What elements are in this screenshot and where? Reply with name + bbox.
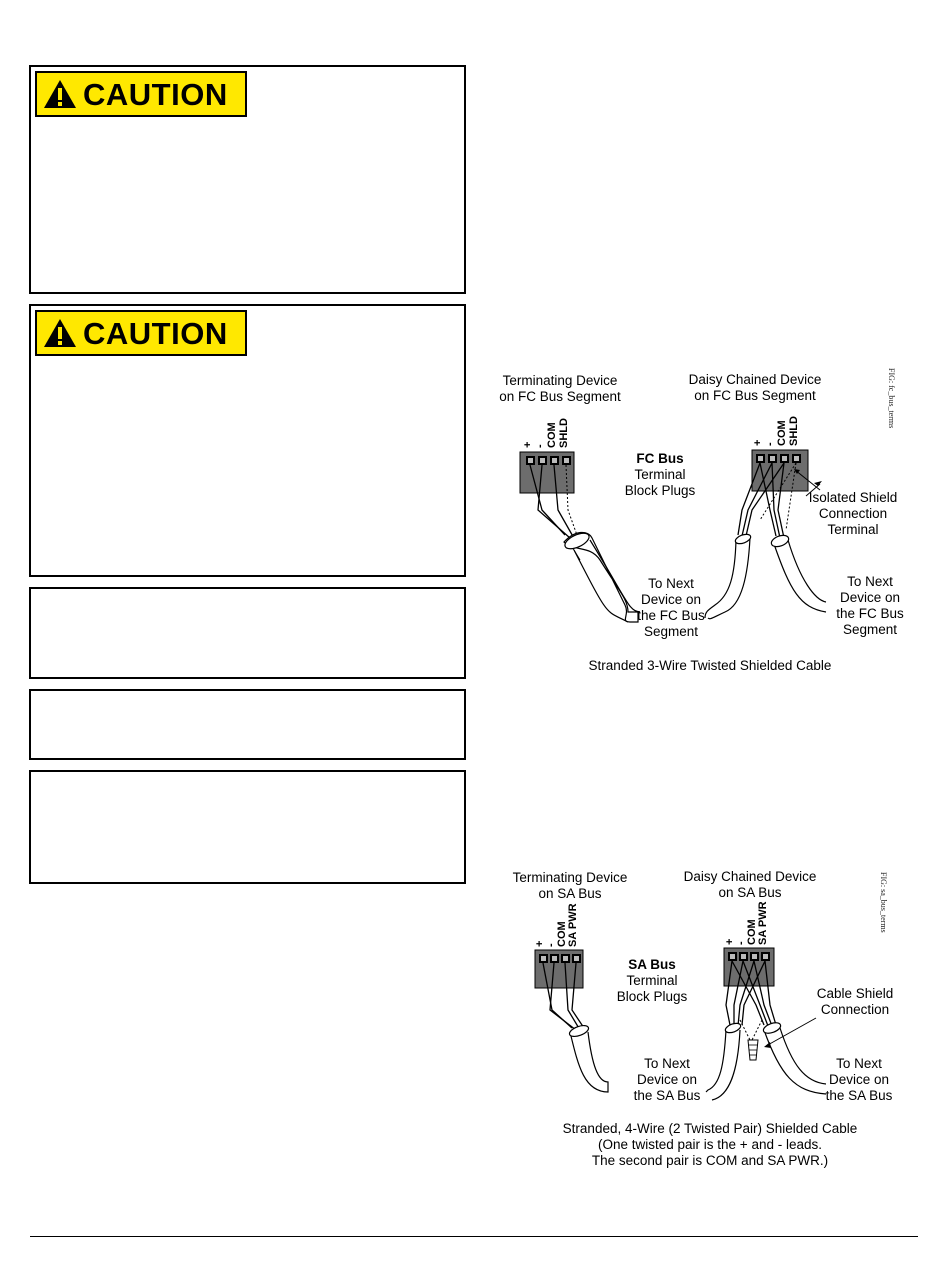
note-box-3 bbox=[29, 770, 466, 884]
fc-left-pin-plus: + bbox=[522, 441, 534, 448]
caution-label: CAUTION bbox=[35, 71, 247, 117]
fc-figure-tag: FIG: fc_bus_terms bbox=[887, 368, 896, 429]
note-box-2 bbox=[29, 689, 466, 760]
caution-text: CAUTION bbox=[83, 315, 228, 351]
caution-box-1: CAUTION bbox=[29, 65, 466, 294]
sa-daisy-title: Daisy Chained Device on SA Bus bbox=[683, 869, 817, 900]
sa-bus-sublabel: Terminal Block Plugs bbox=[616, 973, 688, 1004]
note-box-1 bbox=[29, 587, 466, 679]
sa-left-pin-sapwr: SA PWR bbox=[567, 903, 579, 947]
sa-next-left-label: To Next Device on the SA Bus bbox=[633, 1056, 701, 1103]
fc-left-pin-shld: SHLD bbox=[558, 418, 570, 448]
warning-triangle-icon bbox=[44, 80, 76, 108]
sa-right-pin-sapwr: SA PWR bbox=[757, 901, 769, 945]
sa-terminating-title: Terminating Device on SA Bus bbox=[512, 870, 628, 901]
fc-right-pin-minus: - bbox=[764, 442, 776, 446]
sa-shield-label: Cable Shield Connection bbox=[816, 986, 894, 1017]
sa-bus-label: SA Bus bbox=[628, 957, 676, 972]
fc-right-pin-shld: SHLD bbox=[788, 416, 800, 446]
sa-next-right-label: To Next Device on the SA Bus bbox=[825, 1056, 893, 1103]
fc-terminating-title: Terminating Device on FC Bus Segment bbox=[499, 373, 621, 404]
sa-bus-figure: Terminating Device on SA Bus Daisy Chain… bbox=[480, 860, 920, 1180]
footer-rule bbox=[30, 1236, 918, 1237]
fc-right-pin-plus: + bbox=[752, 439, 764, 446]
fc-shield-label: Isolated Shield Connection Terminal bbox=[808, 490, 898, 537]
caution-text: CAUTION bbox=[83, 76, 228, 112]
fc-next-right-label: To Next Device on the FC Bus Segment bbox=[836, 574, 904, 637]
fc-daisy-title: Daisy Chained Device on FC Bus Segment bbox=[688, 372, 822, 403]
fc-right-pin-com: COM bbox=[776, 420, 788, 446]
caution-box-2: CAUTION bbox=[29, 304, 466, 577]
warning-triangle-icon bbox=[44, 319, 76, 347]
fc-left-pin-com: COM bbox=[546, 422, 558, 448]
fc-figure-caption: Stranded 3-Wire Twisted Shielded Cable bbox=[588, 658, 832, 673]
fc-bus-label: FC Bus bbox=[636, 451, 684, 466]
sa-figure-tag: FIG: sa_bus_terms bbox=[879, 872, 888, 933]
caution-label: CAUTION bbox=[35, 310, 247, 356]
fc-next-left-label: To Next Device on the FC Bus Segment bbox=[637, 576, 705, 639]
fc-left-pin-minus: - bbox=[534, 444, 546, 448]
sa-figure-caption: Stranded, 4-Wire (2 Twisted Pair) Shield… bbox=[562, 1121, 858, 1168]
sa-bus-wiring-drawing bbox=[534, 947, 827, 1101]
fc-bus-sublabel: Terminal Block Plugs bbox=[624, 467, 696, 498]
fc-bus-figure: Terminating Device on FC Bus Segment Dai… bbox=[480, 360, 920, 690]
fc-bus-wiring-drawing bbox=[519, 449, 827, 623]
